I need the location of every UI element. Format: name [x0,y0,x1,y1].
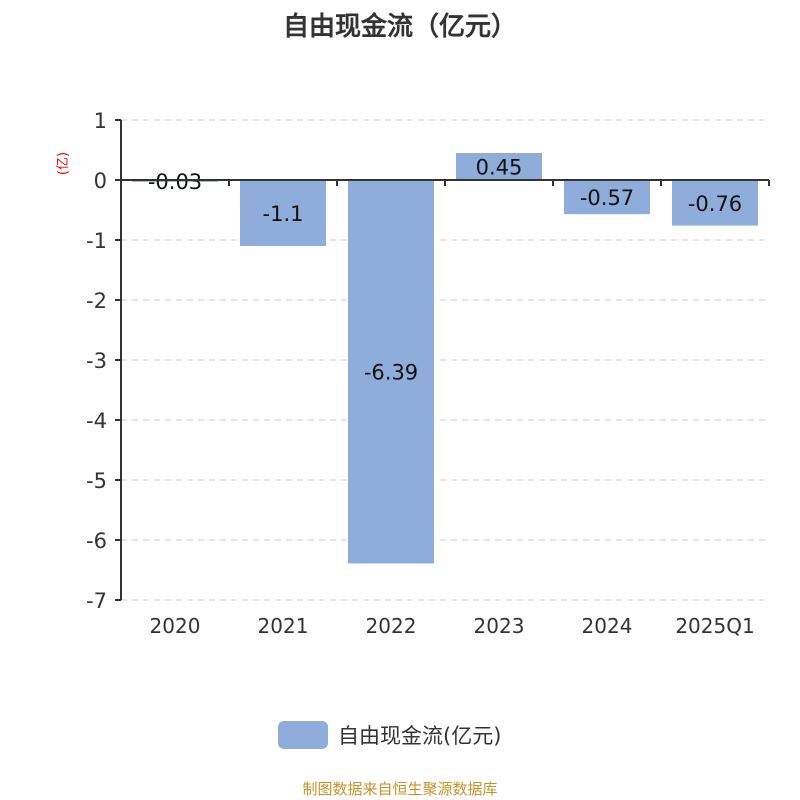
y-tick-label: -6 [86,529,107,553]
x-tick-label: 2022 [366,614,417,638]
data-label: 0.45 [476,156,523,180]
bar [456,153,542,180]
y-tick-label: -1 [86,229,107,253]
legend-swatch [278,721,328,749]
chart-title: 自由现金流（亿元） [282,12,517,42]
y-tick-label: 1 [94,109,107,133]
y-tick-label: -4 [86,409,107,433]
y-tick-label: 0 [94,169,107,193]
y-tick-label: -3 [86,349,107,373]
data-label: -0.03 [148,170,202,194]
plot-area: 1 0 -1 -2 -3 -4 -5 -6 -7 2020 -0.03 2021 -1.1 2022 -6.… [86,109,770,638]
x-tick-label: 2020 [150,614,201,638]
data-label: -1.1 [263,202,304,226]
source-note: 制图数据来自恒生聚源数据库 [302,780,498,798]
legend-label: 自由现金流(亿元) [338,724,502,748]
bar [348,180,434,564]
x-tick-label: 2023 [474,614,525,638]
x-tick-label: 2024 [582,614,633,638]
y-tick-label: -2 [86,289,107,313]
y-tick-label: -7 [86,589,107,613]
data-label: -0.57 [580,186,634,210]
data-label: -6.39 [364,361,418,385]
bar [564,180,650,215]
x-tick-label: 2025Q1 [675,614,754,638]
data-label: -0.76 [688,192,742,216]
bar [672,180,758,226]
legend[interactable]: 自由现金流(亿元) [278,720,501,750]
y-tick-label: -5 [86,469,107,493]
x-tick-label: 2021 [258,614,309,638]
bar [240,180,326,246]
